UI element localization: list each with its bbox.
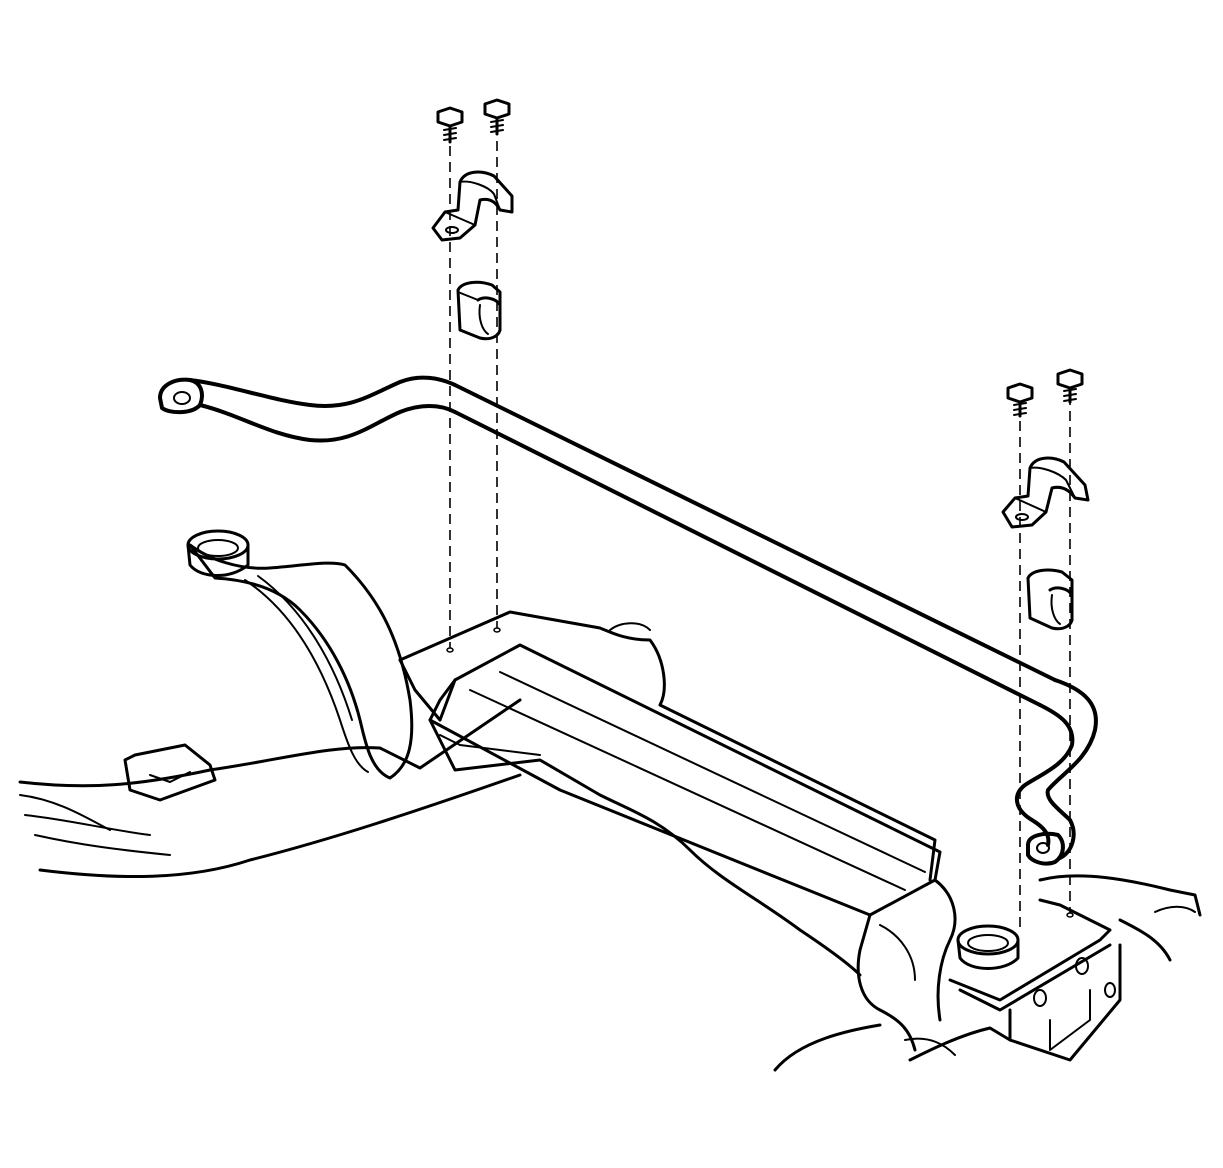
bolt-icon xyxy=(1056,368,1084,404)
left-clamp xyxy=(431,170,514,242)
right-clamp xyxy=(1001,456,1090,529)
frame-crossmember xyxy=(18,529,1202,1072)
bolt-icon xyxy=(436,106,464,144)
bolt-icon xyxy=(483,98,511,136)
bolt-icon xyxy=(1006,382,1034,418)
left-bushing xyxy=(456,280,502,341)
stabilizer-bar xyxy=(158,375,1098,866)
right-bushing xyxy=(1026,568,1074,631)
alignment-lines xyxy=(446,125,1074,930)
